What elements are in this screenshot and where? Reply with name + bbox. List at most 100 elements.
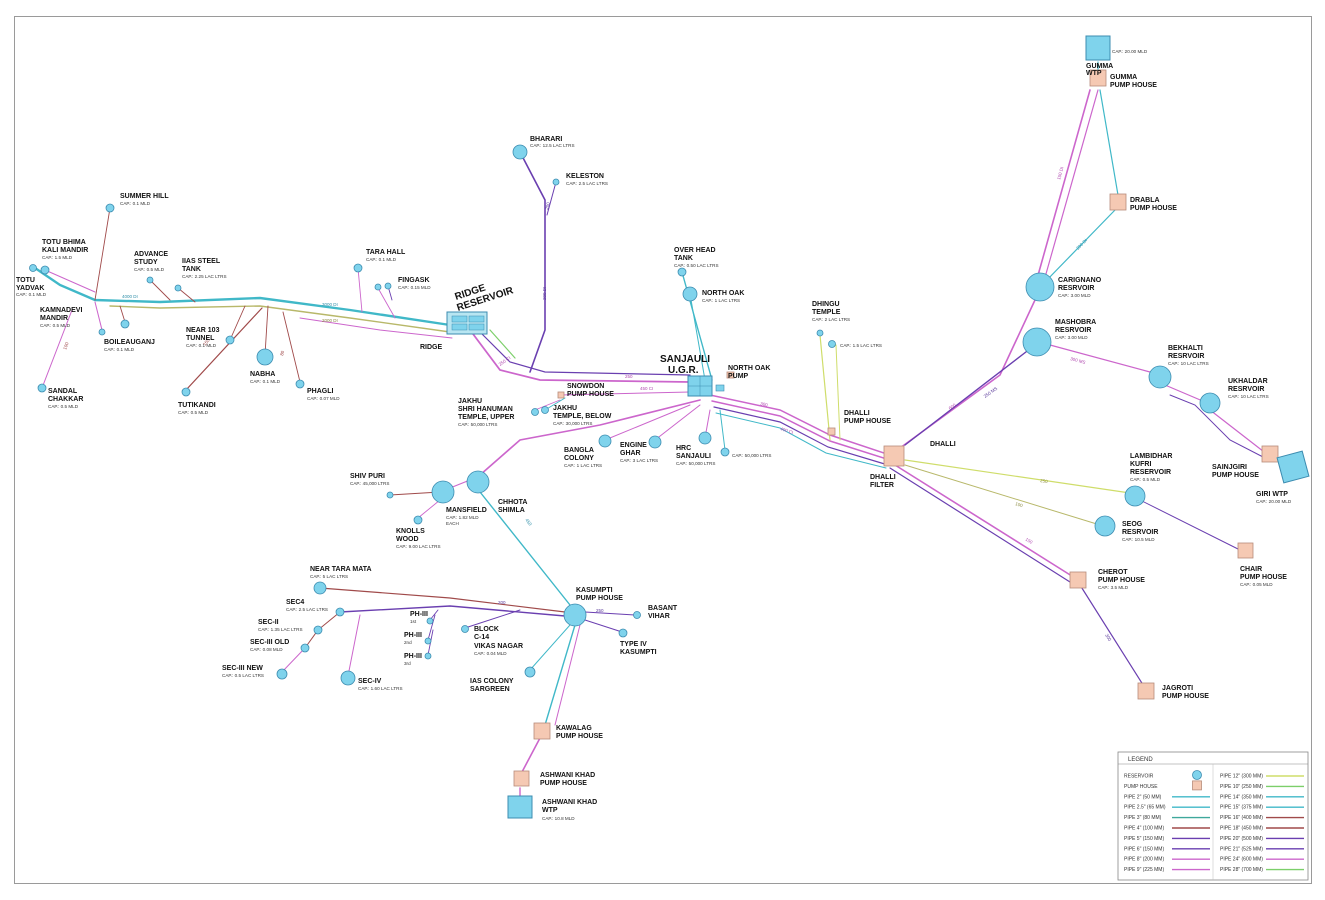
- pipe-label: 200 DI: [542, 287, 547, 300]
- pump-house-sainjgiri[interactable]: [1261, 445, 1279, 463]
- pipe-sanjauli-dhalli-4: [715, 412, 887, 469]
- svg-text:CAP.: 0.5 LAC LTRS: CAP.: 0.5 LAC LTRS: [222, 673, 264, 678]
- reservoir-near103[interactable]: [225, 335, 235, 345]
- reservoir-basant[interactable]: [633, 611, 641, 619]
- reservoir-lambidhar[interactable]: [1124, 485, 1146, 507]
- reservoir-tutikandi[interactable]: [181, 387, 191, 397]
- reservoir-jakhu-below[interactable]: [541, 406, 549, 414]
- reservoir-ph3b[interactable]: [424, 637, 432, 645]
- reservoir-over-head[interactable]: [677, 267, 687, 277]
- reservoir-north-oak[interactable]: [682, 286, 698, 302]
- reservoir-block-c14[interactable]: [461, 625, 469, 633]
- wtp-gumma[interactable]: [1085, 35, 1111, 61]
- reservoir-hrc-b[interactable]: [720, 447, 730, 457]
- reservoir-iias[interactable]: [174, 284, 182, 292]
- pipe-gumma-drabla: [1099, 89, 1119, 196]
- pipe-label: 150 DI: [1056, 166, 1064, 180]
- reservoir-mashobra[interactable]: [1022, 327, 1052, 357]
- reservoir-sec3-old[interactable]: [300, 643, 310, 653]
- reservoir-mansfield[interactable]: [431, 480, 455, 504]
- reservoir-fingask[interactable]: [374, 283, 382, 291]
- reservoir-ukhaldar[interactable]: [1199, 392, 1221, 414]
- label-cherot: CHEROT: [1098, 569, 1128, 576]
- svg-text:CAP.: 3.00 MLD: CAP.: 3.00 MLD: [1055, 335, 1088, 340]
- reservoir-sec2[interactable]: [313, 625, 323, 635]
- label-totu-yadvak: TOTU: [16, 277, 35, 284]
- reservoir-jakhu-upper[interactable]: [531, 408, 539, 416]
- reservoir-shiv-puri[interactable]: [386, 491, 394, 499]
- label-shiv-puri: SHIV PURI: [350, 473, 385, 480]
- legend-row: PIPE 8" (200 MM): [1124, 857, 1210, 863]
- pump-house-chair[interactable]: [1237, 542, 1254, 559]
- reservoir-sec3-new[interactable]: [276, 668, 288, 680]
- label-mansfield: MANSFIELD: [446, 507, 487, 514]
- legend-row: PIPE 12" (300 MM): [1220, 774, 1304, 780]
- reservoir-sandal[interactable]: [37, 383, 47, 393]
- reservoir-kamnadevi[interactable]: [98, 328, 106, 336]
- pump-house-gumma[interactable]: [1089, 69, 1107, 87]
- pump-house-ashwani[interactable]: [513, 770, 530, 787]
- legend-row: PIPE 21" (525 MM): [1220, 846, 1304, 852]
- reservoir-nabha[interactable]: [256, 348, 274, 366]
- reservoir-totu-bhima[interactable]: [40, 265, 50, 275]
- reservoir-knolls[interactable]: [413, 515, 423, 525]
- pump-house-dhalli[interactable]: [883, 445, 905, 467]
- reservoir-totu-yadvak[interactable]: [29, 264, 37, 272]
- label-engine-ghar: ENGINE: [620, 442, 647, 449]
- pump-house-cherot[interactable]: [1069, 571, 1087, 589]
- reservoir-fingask-b[interactable]: [384, 282, 392, 290]
- reservoir-dhingu[interactable]: [816, 329, 824, 337]
- reservoir-ph3[interactable]: [426, 617, 434, 625]
- svg-text:PUMP HOUSE: PUMP HOUSE: [567, 391, 614, 398]
- label-sandal: SANDAL: [48, 388, 78, 395]
- reservoir-phagli[interactable]: [295, 379, 305, 389]
- pipe-label: 300 MS: [1070, 356, 1086, 365]
- pump-house-kawalag[interactable]: [533, 722, 551, 740]
- label-bharari: BHARARI: [530, 136, 562, 143]
- pump-house-north-oak[interactable]: [726, 371, 735, 379]
- pipe-ukhaldar-sainjgiri: [1209, 409, 1269, 456]
- pump-house-jagroti[interactable]: [1137, 682, 1155, 700]
- reservoir-bangla[interactable]: [598, 434, 612, 448]
- svg-text:COLONY: COLONY: [564, 455, 594, 462]
- reservoir-hrc[interactable]: [698, 431, 712, 445]
- svg-text:PUMP HOUSE: PUMP HOUSE: [1162, 693, 1209, 700]
- reservoir-ias-colony[interactable]: [524, 666, 536, 678]
- pump-house-drabla[interactable]: [1109, 193, 1127, 211]
- pump-house-dhalli-small[interactable]: [827, 427, 836, 436]
- pipe-summer-hill: [94, 207, 111, 301]
- sanjauli-ugr[interactable]: [687, 375, 725, 397]
- reservoir-advance[interactable]: [146, 276, 154, 284]
- reservoir-near-tara-mata[interactable]: [313, 581, 327, 595]
- pipe-label: 300: [1104, 633, 1112, 642]
- reservoir-carignano[interactable]: [1025, 272, 1055, 302]
- svg-text:PUMP HOUSE: PUMP HOUSE: [1110, 82, 1157, 89]
- pipe-dhingu: [819, 334, 831, 441]
- reservoir-tara-hall[interactable]: [353, 263, 363, 273]
- reservoir-type-iv[interactable]: [618, 628, 628, 638]
- pump-house-snowdon[interactable]: [557, 391, 565, 399]
- reservoir-dhingu-b[interactable]: [828, 340, 836, 348]
- label-chair: CHAIR: [1240, 566, 1262, 573]
- wtp-giri[interactable]: [1276, 450, 1310, 484]
- reservoir-summer-hill[interactable]: [105, 203, 115, 213]
- reservoir-chhota-shimla[interactable]: [466, 470, 490, 494]
- svg-text:EACH: EACH: [446, 521, 459, 526]
- wtp-ashwani[interactable]: [507, 795, 533, 819]
- reservoir-keleston[interactable]: [552, 178, 560, 186]
- reservoir-sec4[interactable]: [335, 607, 345, 617]
- reservoir-ph3c[interactable]: [424, 652, 432, 660]
- svg-text:CAP.: 0.5 MLD: CAP.: 0.5 MLD: [134, 267, 165, 272]
- ridge-reservoir[interactable]: [446, 311, 488, 335]
- reservoir-sec-iv[interactable]: [340, 670, 356, 686]
- reservoir-bekhalti[interactable]: [1148, 365, 1172, 389]
- pipe-dhalli-carignano: [899, 299, 1036, 449]
- pipe-sanjauli-dhalli-3: [713, 406, 889, 466]
- reservoir-kasumpti[interactable]: [563, 603, 587, 627]
- reservoir-boileauganj[interactable]: [120, 319, 130, 329]
- reservoir-bharari[interactable]: [512, 144, 528, 160]
- pipe-snowdon: [559, 391, 691, 396]
- reservoir-engine-ghar[interactable]: [648, 435, 662, 449]
- reservoir-seog[interactable]: [1094, 515, 1116, 537]
